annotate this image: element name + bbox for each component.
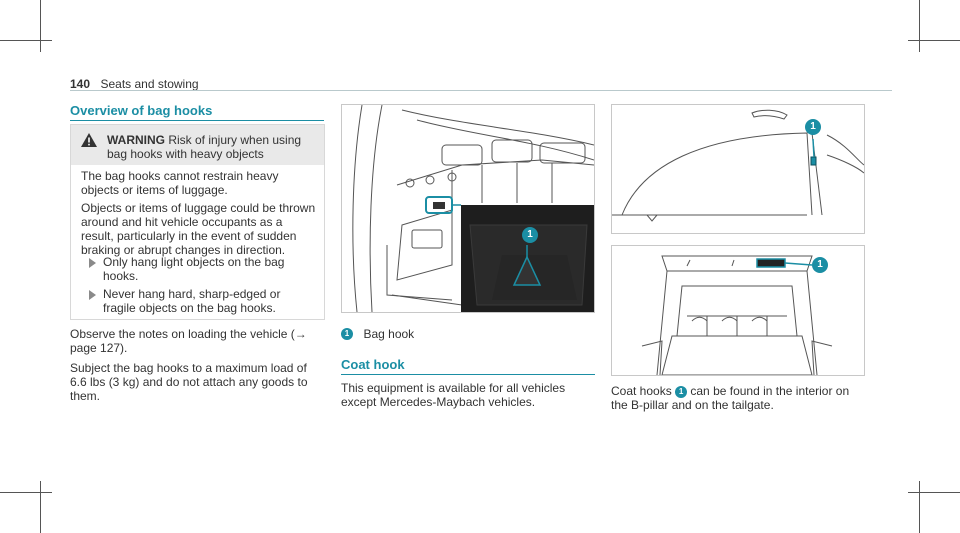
description-text: Coat hooks (611, 384, 676, 398)
crop-mark (908, 492, 960, 493)
crop-mark (0, 492, 52, 493)
warning-label: WARNING (107, 133, 165, 147)
bullet-arrow-icon (89, 258, 96, 268)
callout-1: 1 (805, 119, 821, 135)
page-header: 140 Seats and stowing (70, 75, 199, 93)
warning-title: WARNING Risk of injury when using bag ho… (107, 133, 317, 161)
trunk-illustration (352, 105, 594, 312)
coat-hook-description: Coat hooks 1 can be found in the interio… (611, 384, 861, 412)
b-pillar-illustration (612, 109, 864, 222)
coat-hook-heading: Coat hook (341, 357, 405, 372)
crop-mark (919, 481, 920, 533)
crop-mark (908, 40, 960, 41)
bag-hook-figure: 1 (341, 104, 595, 313)
body-paragraph: Observe the notes on loading the vehicle… (70, 327, 307, 355)
crop-mark (40, 0, 41, 52)
bag-hooks-heading: Overview of bag hooks (70, 103, 213, 118)
warning-title-text: Risk of injury when using bag hooks with… (107, 133, 302, 161)
tailgate-figure: 1 (611, 245, 865, 376)
description-text: can be found in the interior on the B-pi… (611, 384, 850, 412)
section-title: Seats and stowing (100, 77, 199, 91)
callout-1: 1 (812, 257, 828, 273)
warning-header: WARNING Risk of injury when using bag ho… (71, 125, 324, 165)
page-number: 140 (70, 77, 91, 91)
warning-bullet: Never hang hard, sharp-edged or fragile … (103, 287, 281, 315)
tailgate-illustration (641, 255, 833, 375)
warning-text: The bag hooks cannot restrain heavy obje… (81, 169, 279, 197)
heading-rule (341, 374, 595, 375)
caption-text: Bag hook (363, 327, 415, 341)
b-pillar-figure: 1 (611, 104, 865, 234)
warning-triangle-icon (81, 133, 97, 147)
callout-1: 1 (341, 327, 353, 340)
body-paragraph: This equipment is available for all vehi… (341, 381, 566, 409)
warning-bullet: Only hang light objects on the bag hooks… (103, 255, 285, 283)
header-rule (70, 90, 892, 91)
figure-caption: 1 Bag hook (341, 325, 414, 343)
body-paragraph: Subject the bag hooks to a maximum load … (70, 361, 308, 403)
crop-mark (40, 481, 41, 533)
warning-text: Objects or items of luggage could be thr… (81, 201, 316, 257)
callout-1: 1 (675, 385, 688, 398)
crop-mark (919, 0, 920, 52)
crop-mark (0, 40, 52, 41)
bullet-arrow-icon (89, 290, 96, 300)
heading-rule (70, 120, 324, 121)
callout-1: 1 (522, 227, 538, 243)
warning-box: WARNING Risk of injury when using bag ho… (70, 124, 325, 320)
